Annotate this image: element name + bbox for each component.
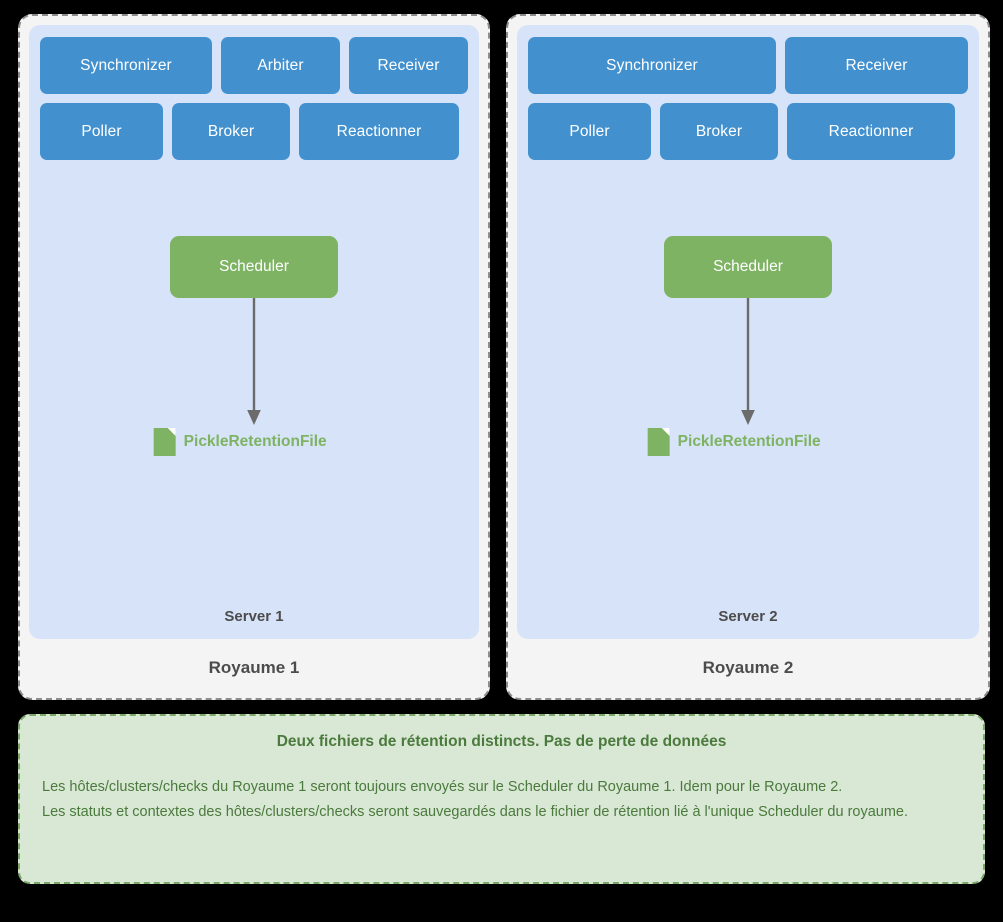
daemon-box-receiver[interactable]: Receiver	[785, 37, 968, 94]
retention-file-label: PickleRetentionFile	[183, 433, 327, 450]
daemon-row-1-bottom: Poller Broker Reactionner	[40, 103, 468, 160]
retention-file-node[interactable]: PickleRetentionFile	[153, 428, 327, 456]
document-icon	[647, 428, 670, 456]
daemon-box-poller[interactable]: Poller	[528, 103, 651, 160]
daemon-row-1-top: Synchronizer Arbiter Receiver	[40, 37, 468, 94]
scheduler-diagram-1: Scheduler PickleRetentionFile	[40, 160, 468, 608]
retention-file-label: PickleRetentionFile	[677, 433, 821, 450]
daemon-box-reactionner[interactable]: Reactionner	[299, 103, 459, 160]
daemon-box-broker[interactable]: Broker	[660, 103, 778, 160]
server-label: Server 1	[224, 608, 284, 625]
scheduler-box[interactable]: Scheduler	[664, 236, 832, 298]
realms-row: Synchronizer Arbiter Receiver Poller Bro…	[18, 14, 990, 700]
daemon-box-poller[interactable]: Poller	[40, 103, 163, 160]
scheduler-box[interactable]: Scheduler	[170, 236, 338, 298]
daemon-grid-2: Synchronizer Receiver Poller Broker Reac…	[528, 37, 968, 160]
daemon-grid-1: Synchronizer Arbiter Receiver Poller Bro…	[40, 37, 468, 160]
realm-label: Royaume 2	[702, 658, 794, 677]
retention-file-node[interactable]: PickleRetentionFile	[647, 428, 821, 456]
server-panel-2: Synchronizer Receiver Poller Broker Reac…	[517, 25, 979, 639]
realm-label: Royaume 1	[208, 658, 300, 677]
daemon-box-arbiter[interactable]: Arbiter	[221, 37, 340, 94]
document-icon	[153, 428, 176, 456]
scheduler-diagram-2: Scheduler PickleRetentionFile	[528, 160, 968, 608]
note-body: Les hôtes/clusters/checks du Royaume 1 s…	[42, 775, 961, 825]
daemon-box-synchronizer[interactable]: Synchronizer	[40, 37, 212, 94]
arrow-down-icon	[247, 298, 261, 425]
server-label: Server 2	[718, 608, 778, 625]
note-title: Deux fichiers de rétention distincts. Pa…	[276, 733, 727, 750]
daemon-box-broker[interactable]: Broker	[172, 103, 290, 160]
realm-card-1[interactable]: Synchronizer Arbiter Receiver Poller Bro…	[18, 14, 490, 700]
note-line: Les hôtes/clusters/checks du Royaume 1 s…	[42, 779, 843, 795]
note-line: Les statuts et contextes des hôtes/clust…	[42, 804, 909, 820]
daemon-box-reactionner[interactable]: Reactionner	[787, 103, 955, 160]
arrow-down-icon	[741, 298, 755, 425]
note-box: Deux fichiers de rétention distincts. Pa…	[18, 714, 985, 884]
daemon-row-2-top: Synchronizer Receiver	[528, 37, 968, 94]
server-panel-1: Synchronizer Arbiter Receiver Poller Bro…	[29, 25, 479, 639]
daemon-box-synchronizer[interactable]: Synchronizer	[528, 37, 776, 94]
realm-card-2[interactable]: Synchronizer Receiver Poller Broker Reac…	[506, 14, 990, 700]
daemon-row-2-bottom: Poller Broker Reactionner	[528, 103, 968, 160]
daemon-box-receiver[interactable]: Receiver	[349, 37, 468, 94]
